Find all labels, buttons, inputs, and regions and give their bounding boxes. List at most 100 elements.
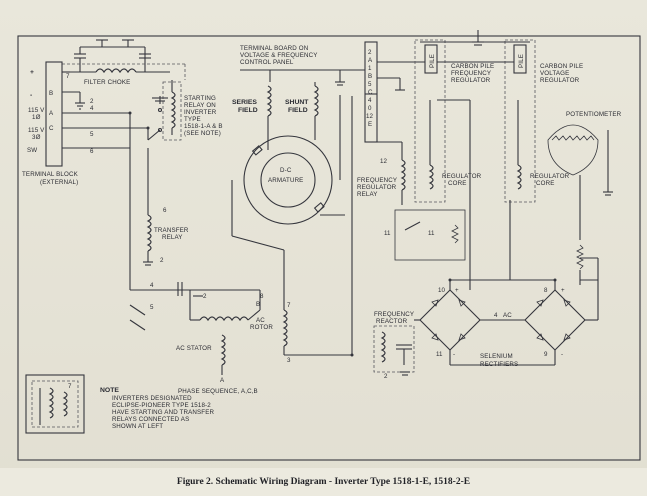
tcol-0: 0 [368,105,372,112]
ground-symbol [152,97,168,102]
relay-terminal-11: 11 [384,230,391,237]
rotor-terminal-8: 8 [260,293,264,300]
ground-symbol [420,30,530,46]
note-line-4: RELAYS CONNECTED AS [112,416,189,423]
series-field: SERIES FIELD [232,85,272,150]
note-title: NOTE [100,387,119,394]
note-inset: 7 NOTE INVERTERS DESIGNATED ECLIPSE-PION… [25,374,214,434]
terminal-board-label-2: VOLTAGE & FREQUENCY [240,52,318,59]
ac-rotor-label-1: AC [256,317,265,324]
shunt-field: SHUNT FIELD [285,82,319,140]
junction-dot [553,278,557,282]
starting-relay: STARTING RELAY ON INVERTER TYPE 1518-1-A… [129,80,223,210]
ac-terminal-4: 4 [494,312,498,319]
contact-4-label: 4 [150,282,154,289]
relay-terminal-11b: 11 [428,230,435,237]
freq-relay-label-2: REGULATOR [357,184,397,191]
cp-freq-label-1: CARBON PILE [451,63,494,70]
wire-4-label: 4 [90,105,94,112]
rectifier-bridge-1: 10 + 11 - [419,287,481,358]
reg-core-1-label: REGULATOR [442,173,482,180]
ac-rotor: AC ROTOR 7 3 8 [231,96,353,364]
wiring-diagram: FILTER CHOKE 7 + - 115 V 1Ø 115 V 3Ø SW … [17,30,641,461]
tcol-12: 12 [366,113,373,120]
ac-stator-label: AC STATOR [176,345,212,352]
note-line-3: HAVE STARTING AND TRANSFER [112,409,214,416]
frequency-reactor: FREQUENCY REACTOR 2 [373,311,415,380]
filter-choke-label: FILTER CHOKE [84,79,130,86]
tcol-5: 5 [368,81,372,88]
bridge2-terminal-9: 9 [544,351,548,358]
relay-terminal-12: 12 [380,158,387,165]
potentiometer-label: POTENTIOMETER [566,111,622,118]
transfer-relay-label-1: TRANSFER [154,227,189,234]
tcol-E: E [368,121,372,128]
starting-relay-label-6: (SEE NOTE) [184,130,221,137]
choke-terminal-7: 7 [66,73,70,80]
page-gutter [0,468,647,496]
armature-label: ARMATURE [268,177,303,184]
bridge2-minus: - [561,351,563,358]
note-line-2: ECLIPSE-PIONEER TYPE 1518-2 [112,402,211,409]
cp-volt-label-2: VOLTAGE [540,70,569,77]
v115-1ph-phase: 1Ø [32,114,41,121]
shunt-field-label-2: FIELD [288,107,308,114]
diagram-frame [17,35,641,461]
inset-terminal-7: 7 [68,383,72,390]
junction-dot [146,126,150,130]
potentiometer: POTENTIOMETER [547,111,622,285]
junction-dot [448,278,452,282]
carbon-pile-frequency-regulator: PILE CARBON PILE FREQUENCY REGULATOR [414,39,494,203]
wire-6-label: 6 [90,148,94,155]
cp-volt-label-1: CARBON PILE [540,63,583,70]
transfer-relay-label-2: RELAY [162,234,183,241]
ground-symbol [75,102,85,110]
cp-volt-label-3: REGULATOR [540,77,580,84]
bridge1-plus: + [455,287,459,294]
rectifier-bridge-2: 8 + 9 - [524,287,586,358]
terminal-board-label-1: TERMINAL BOARD ON [240,45,308,52]
ac-label: AC [503,312,512,319]
reactor-terminal-2: 2 [384,373,388,380]
cp-freq-label-2: FREQUENCY [451,70,491,77]
stator-terminal-A: A [220,377,225,384]
tcol-2: 2 [368,49,372,56]
freq-reactor-label-2: REACTOR [376,318,408,325]
frequency-regulator-relay: 12 FREQUENCY REGULATOR RELAY 11 11 [357,141,466,261]
wire-2-label: 2 [90,98,94,105]
filter-choke: FILTER CHOKE 7 [62,39,186,86]
terminal-B: B [49,90,53,97]
freq-relay-label-3: RELAY [357,191,378,198]
pile-label: PILE [518,54,525,68]
freq-relay-label-1: FREQUENCY [357,177,397,184]
sw-label: SW [27,147,37,154]
cp-freq-label-3: REGULATOR [451,77,491,84]
regulator-core-2: REGULATOR CORE [516,164,570,190]
freq-reactor-label-1: FREQUENCY [374,311,414,318]
stator-terminal-B: B [256,301,260,308]
v115-3ph-phase: 3Ø [32,134,41,141]
terminal-block-label: TERMINAL BLOCK [22,171,79,178]
phase-sequence-label: PHASE SEQUENCE, A,C,B [178,388,258,395]
terminal-block-external: + - 115 V 1Ø 115 V 3Ø SW B A C TERMINAL … [22,61,148,186]
starting-relay-label-4: TYPE [184,116,201,123]
dc-armature: D-C ARMATURE [231,95,345,236]
series-field-label-2: FIELD [238,107,258,114]
tcol-A: A [368,57,373,64]
tb-minus-label: - [30,92,32,99]
starting-relay-label-5: 1518-1-A & B [184,123,223,130]
terminal-board-vf: 2 A 1 B 5 C 4 0 12 E TERMINAL BOARD ON V… [240,41,425,143]
shunt-field-label-1: SHUNT [285,99,309,106]
series-field-label-1: SERIES [232,99,257,106]
dc-label: D-C [280,167,292,174]
bridge2-plus: + [561,287,565,294]
selenium-label: SELENIUM [480,353,513,360]
ac-rotor-label-2: ROTOR [250,324,273,331]
bridge1-minus: - [453,351,455,358]
terminal-C: C [49,125,54,132]
terminal-A: A [49,110,54,117]
regulator-core-1: REGULATOR CORE [428,164,482,190]
transfer-terminal-6: 6 [163,207,167,214]
transfer-terminal-2: 2 [160,257,164,264]
